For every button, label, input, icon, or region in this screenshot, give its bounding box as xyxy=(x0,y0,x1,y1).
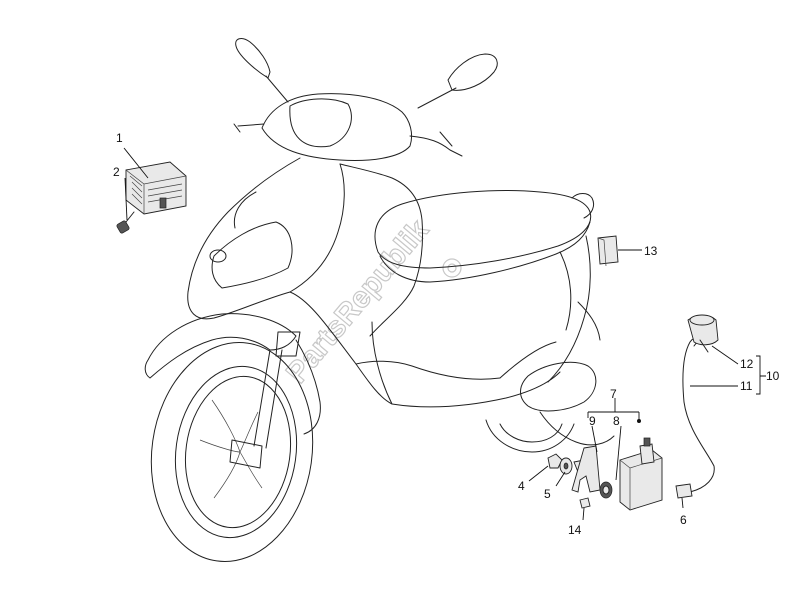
seat xyxy=(374,190,592,269)
bracket xyxy=(571,445,601,493)
leg-shield xyxy=(187,157,345,320)
callout-11: 11 xyxy=(740,379,753,393)
callout-4: 4 xyxy=(518,479,525,493)
regulator-screw xyxy=(116,211,135,234)
leader-lines xyxy=(123,147,766,521)
washer xyxy=(559,457,573,475)
spark-plug-cap xyxy=(687,314,719,353)
callout-10: 10 xyxy=(766,369,780,383)
callout-1: 1 xyxy=(116,131,123,145)
front-wheel xyxy=(150,342,314,562)
front-fender xyxy=(144,313,297,379)
voltage-regulator xyxy=(125,161,187,215)
callout-2: 2 xyxy=(113,165,120,179)
callout-12: 12 xyxy=(740,357,754,371)
rear-body xyxy=(547,235,591,383)
small-nut xyxy=(579,497,591,509)
leader-dot xyxy=(637,419,641,423)
fuse-block xyxy=(597,235,619,267)
callout-5: 5 xyxy=(544,487,551,501)
callout-8: 8 xyxy=(613,414,620,428)
ignition-coil xyxy=(619,437,663,511)
scooter-outline xyxy=(144,38,615,562)
callout-13: 13 xyxy=(644,244,658,258)
fork xyxy=(253,349,283,449)
left-mirror xyxy=(235,38,289,103)
watermark: PartsRepublik xyxy=(279,213,462,390)
watermark-gear-icon xyxy=(442,258,462,278)
rubber-mount xyxy=(599,481,613,499)
callout-9: 9 xyxy=(589,414,596,428)
right-mirror xyxy=(417,53,498,109)
callout-14: 14 xyxy=(568,523,582,537)
callout-numbers: 1 2 4 5 6 7 8 9 10 11 12 13 14 xyxy=(113,131,780,537)
cable-terminal xyxy=(675,483,693,499)
headset xyxy=(261,93,413,161)
brake-caliper xyxy=(229,439,263,469)
exhaust xyxy=(520,361,597,412)
handlebar-left xyxy=(233,123,265,133)
ht-cable-assembly xyxy=(682,314,719,493)
ignition-coil-group xyxy=(547,437,663,511)
rear-wheel xyxy=(485,419,575,453)
callout-7: 7 xyxy=(610,387,617,401)
handlebar-right xyxy=(409,131,463,157)
front-rim xyxy=(174,365,298,539)
front-indicator xyxy=(209,249,227,263)
callout-6: 6 xyxy=(680,513,687,527)
